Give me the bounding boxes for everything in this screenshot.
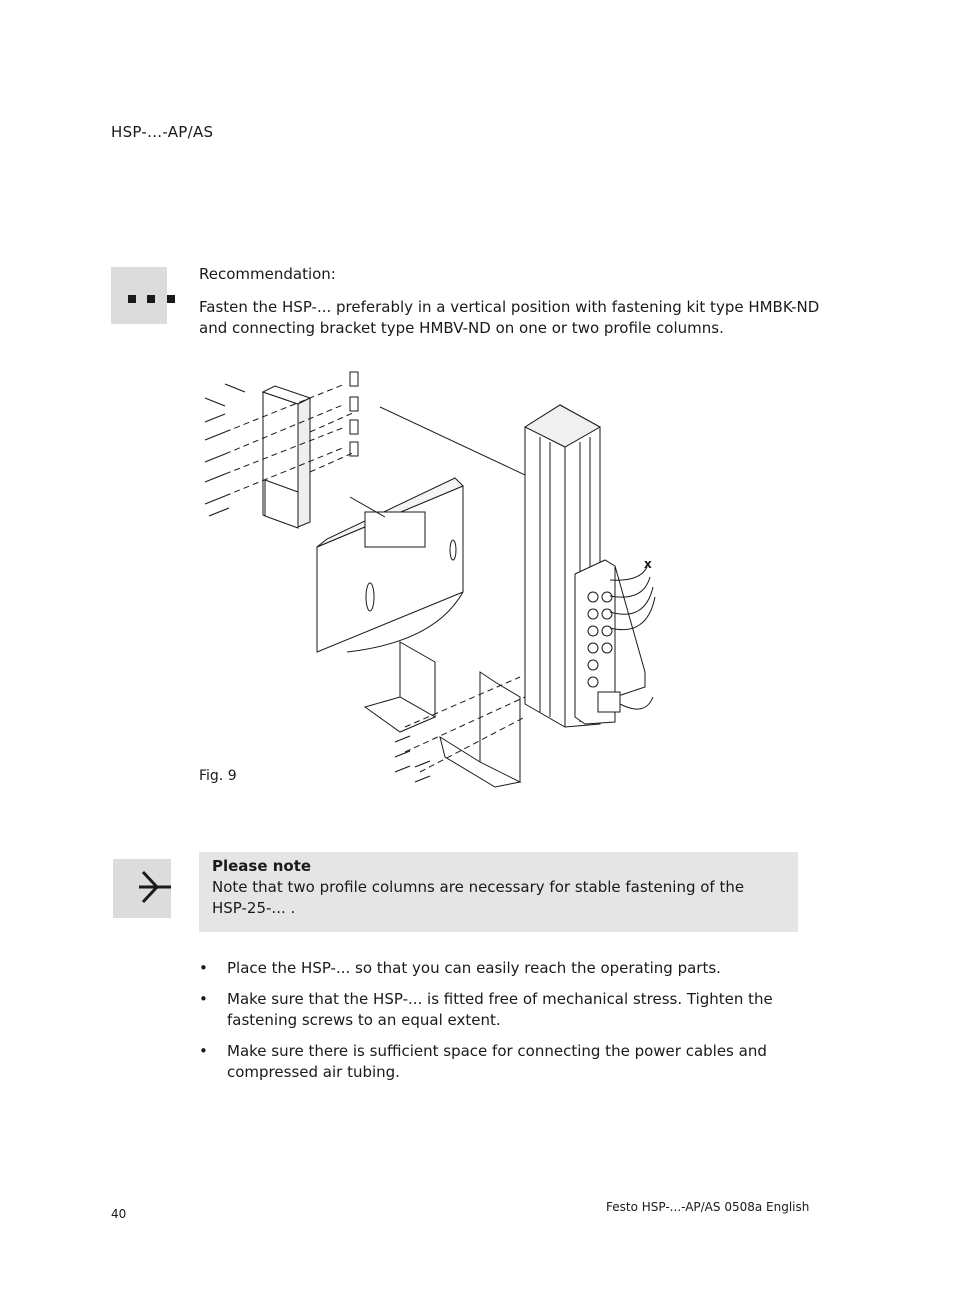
recommendation-icon bbox=[111, 267, 175, 324]
note-icon bbox=[113, 859, 179, 918]
callout-x: x bbox=[644, 557, 652, 571]
mounting-illustration: x bbox=[204, 371, 656, 788]
note-title: Please note bbox=[212, 857, 312, 875]
page-number: 40 bbox=[111, 1207, 127, 1221]
recommendation-text: Fasten the HSP-... preferably in a verti… bbox=[199, 298, 820, 337]
page-header: HSP-...-AP/AS bbox=[111, 123, 214, 141]
recommendation-label: Recommendation: bbox=[199, 265, 336, 283]
footer-document-id: Festo HSP-...-AP/AS 0508a English bbox=[606, 1200, 810, 1214]
list-item: •Make sure there is sufficient space for… bbox=[199, 1042, 767, 1081]
note-text: Note that two profile columns are necess… bbox=[212, 878, 745, 917]
instruction-list: •Place the HSP-... so that you can easil… bbox=[199, 958, 799, 1093]
list-item: •Make sure that the HSP-... is fitted fr… bbox=[199, 990, 773, 1029]
note-box bbox=[199, 852, 798, 932]
list-item: •Place the HSP-... so that you can easil… bbox=[199, 959, 721, 977]
figure-caption: Fig. 9 bbox=[199, 768, 237, 784]
